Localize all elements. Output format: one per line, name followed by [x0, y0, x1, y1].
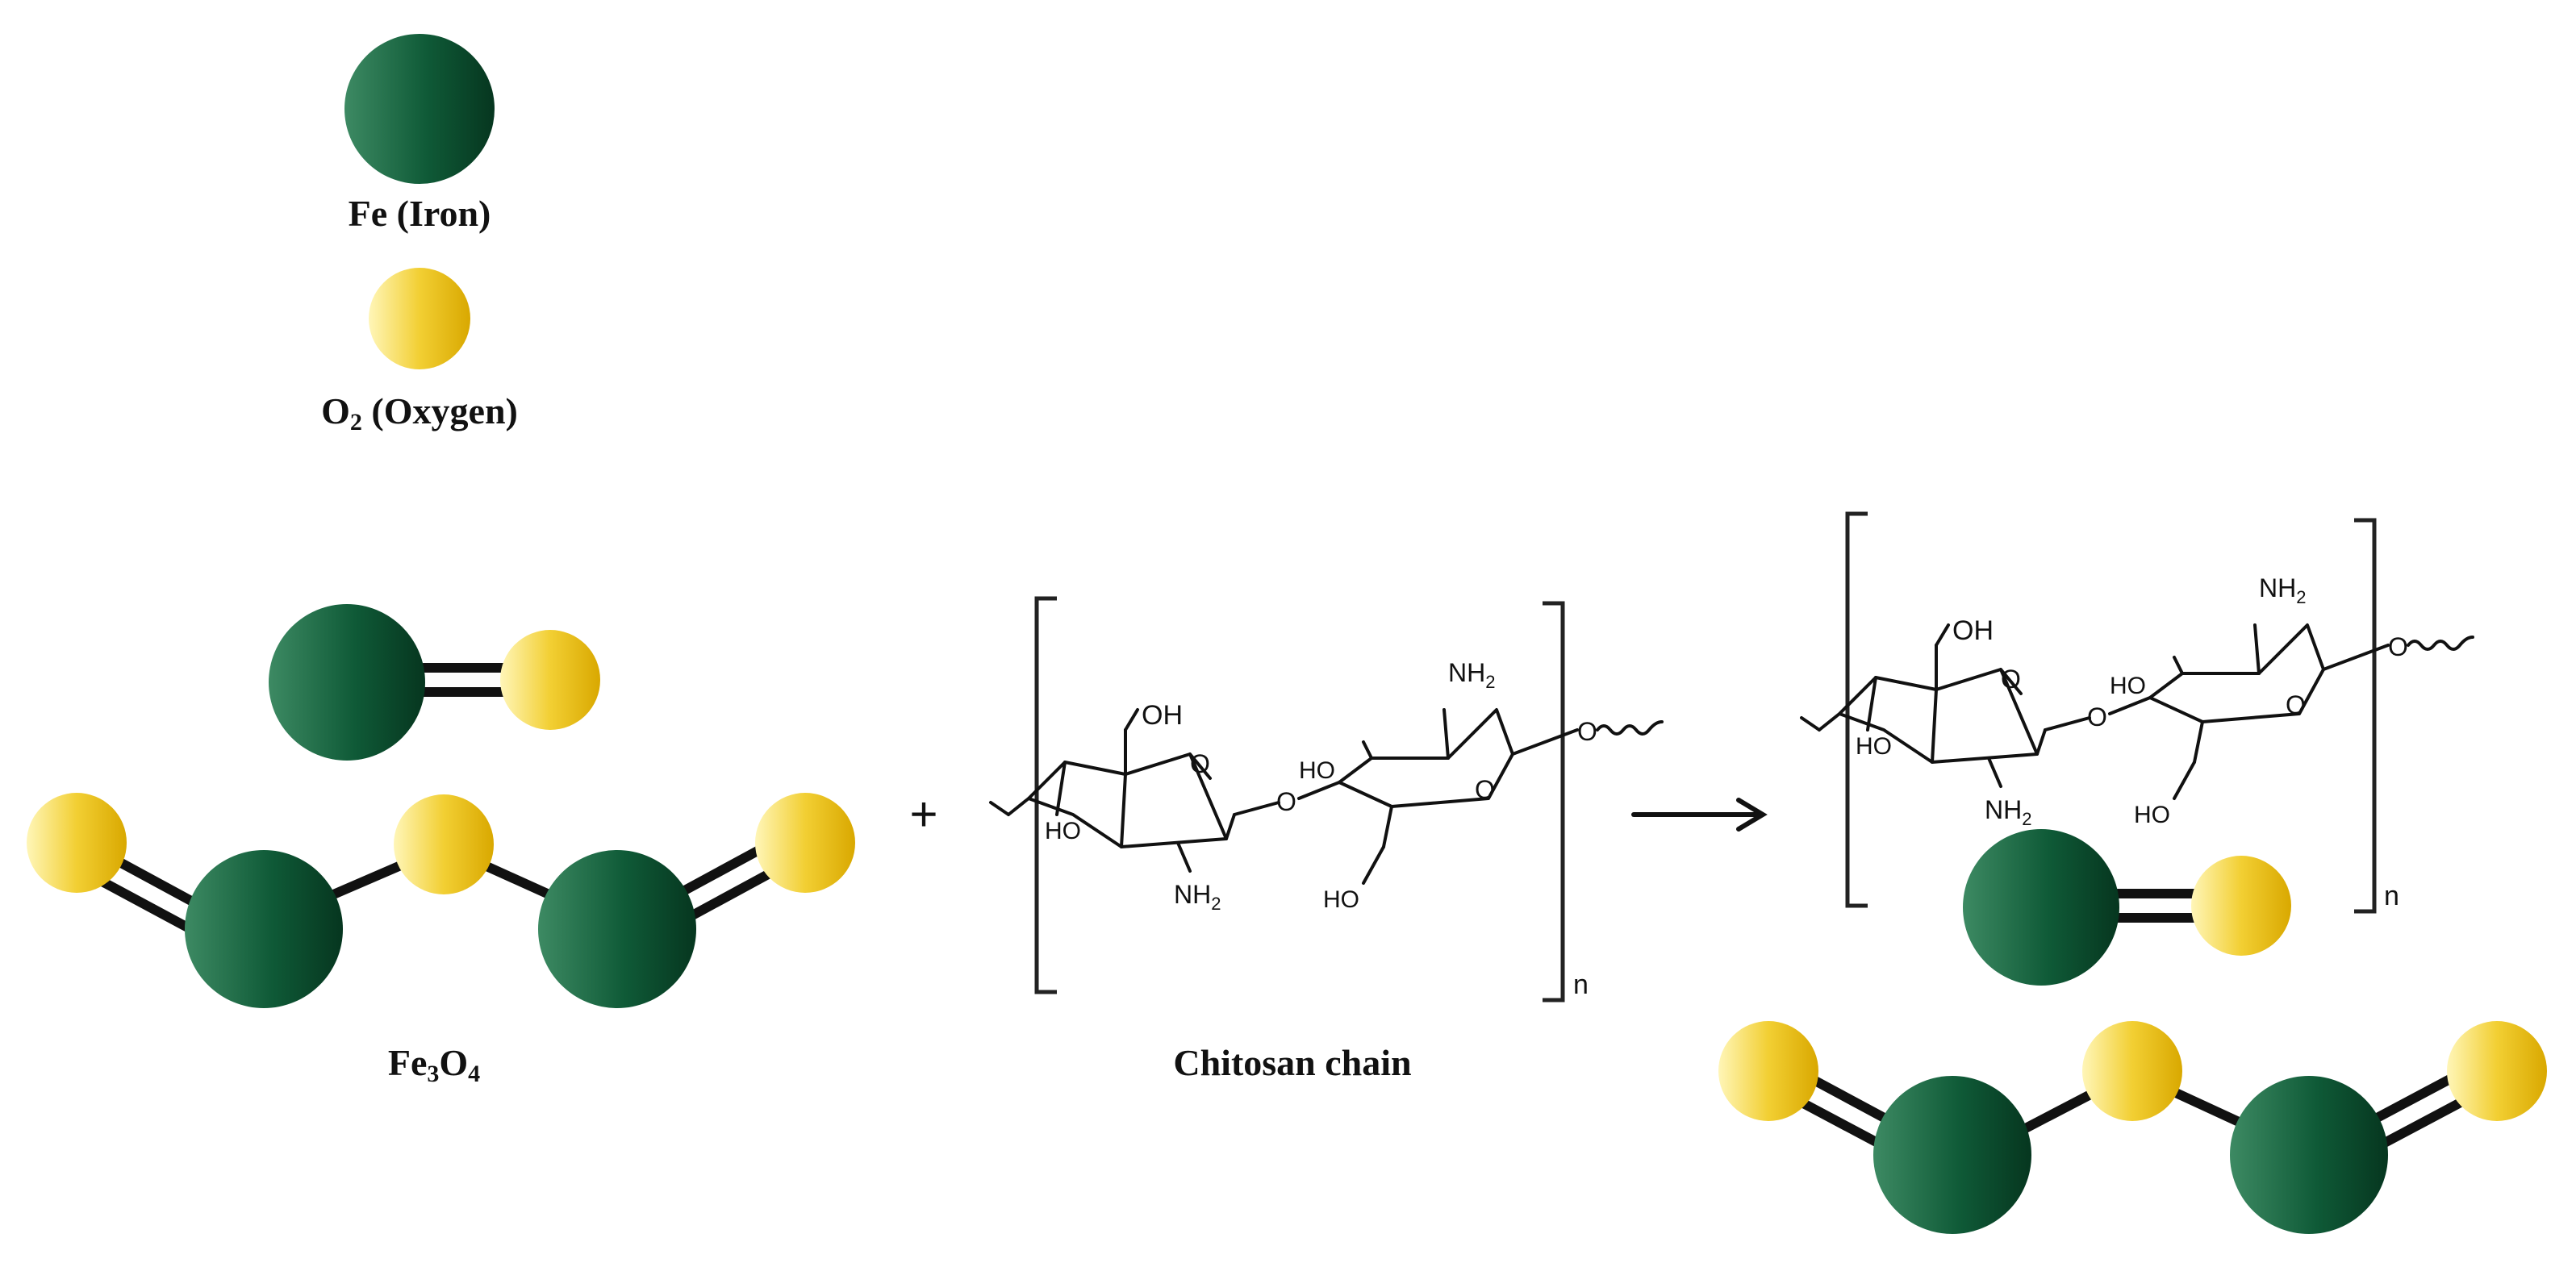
oxygen-atom-icon	[2447, 1021, 2547, 1121]
legend-oxygen-atom-icon	[369, 268, 470, 369]
reaction-arrow	[1631, 798, 1768, 832]
legend-iron-atom-icon	[344, 34, 495, 184]
fe-atom-icon	[269, 604, 425, 761]
right-bracket	[1543, 601, 1565, 1002]
oxygen-atom-icon	[27, 793, 127, 893]
ring-oxygen-label: O	[2001, 665, 2021, 694]
oxygen-atom-icon	[1718, 1021, 1818, 1121]
ho-label: HO	[1856, 733, 1892, 760]
left-bracket	[1034, 596, 1057, 994]
fe3o4-label: Fe3O4	[388, 1042, 480, 1087]
ho-label: HO	[1045, 818, 1081, 844]
ho-label: HO	[2110, 673, 2146, 699]
right-bracket	[2354, 518, 2377, 914]
legend: Fe (Iron) O2 (Oxygen)	[321, 34, 518, 436]
product-complex: n OH O HO NH2 O HO	[1718, 511, 2547, 1234]
glycosidic-oxygen-label: O	[1276, 787, 1296, 816]
glycosidic-oxygen-label: O	[2087, 702, 2107, 732]
terminal-oxygen-label: O	[2388, 632, 2408, 661]
fe-atom-icon	[538, 850, 696, 1008]
chitosan-label: Chitosan chain	[1173, 1042, 1411, 1083]
oh-label: OH	[1142, 700, 1183, 731]
oxygen-atom-icon	[2082, 1021, 2182, 1121]
left-bracket	[1845, 511, 1868, 908]
terminal-oxygen-label: O	[1577, 717, 1597, 746]
oxygen-atom-icon	[394, 794, 494, 894]
repeat-subscript-n: n	[1573, 969, 1589, 1000]
nh2-label: NH2	[1174, 880, 1221, 914]
oh-label: OH	[1952, 615, 1994, 646]
legend-iron-label: Fe (Iron)	[349, 193, 491, 234]
nh2-label: NH2	[2259, 573, 2306, 607]
repeat-subscript-n: n	[2384, 881, 2399, 911]
fe-atom-icon	[185, 850, 343, 1008]
oxygen-atom-icon	[500, 630, 600, 730]
nh2-label: NH2	[1985, 795, 2031, 829]
fe-atom-icon	[1873, 1076, 2031, 1234]
plus-sign: +	[909, 787, 937, 841]
fe-atom-icon	[1963, 829, 2119, 986]
oxygen-atom-icon	[2191, 856, 2291, 956]
legend-oxygen-label: O2 (Oxygen)	[321, 390, 518, 436]
ho-label: HO	[1299, 757, 1335, 784]
oxygen-atom-icon	[755, 793, 855, 893]
ring-oxygen-label: O	[1190, 749, 1210, 778]
chitosan-chain-structure: n OH O HO NH2 O	[989, 596, 1664, 1083]
ring-oxygen-label: O	[2286, 690, 2306, 719]
ring-oxygen-label: O	[1475, 775, 1495, 804]
ho-label: HO	[1323, 886, 1359, 913]
ho-label: HO	[2134, 802, 2170, 828]
nh2-label: NH2	[1448, 658, 1495, 692]
fe3o4-reactant-molecule: Fe3O4	[27, 604, 855, 1087]
chitosan-unit: OH O HO NH2 O HO HO O NH2	[989, 658, 1664, 914]
chitosan-unit: OH O HO NH2 O HO HO O NH2 O	[1800, 573, 2474, 829]
fe-atom-icon	[2230, 1076, 2388, 1234]
